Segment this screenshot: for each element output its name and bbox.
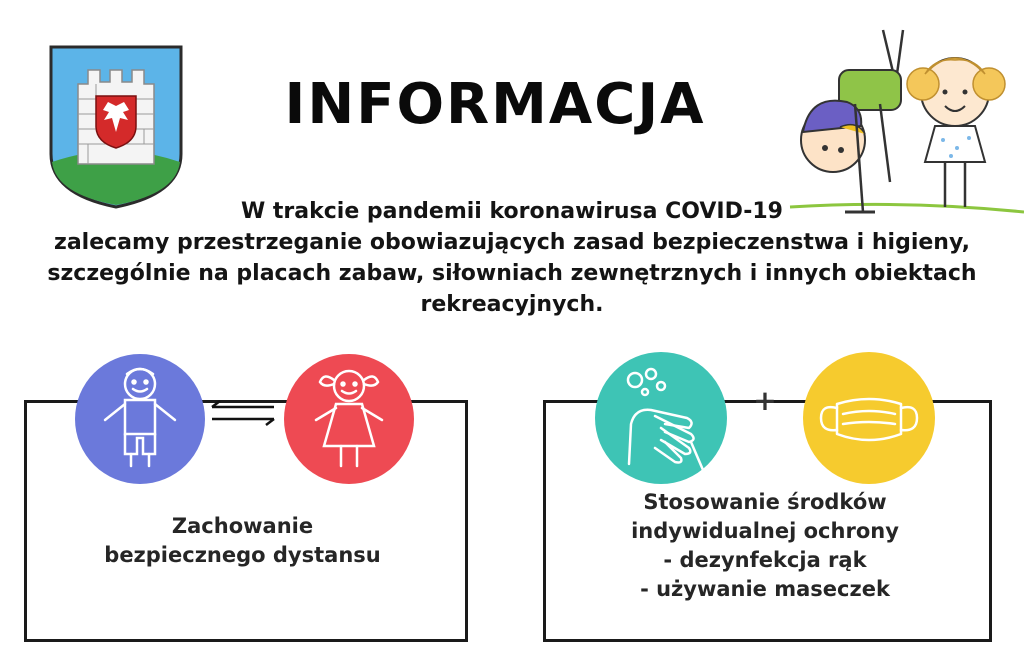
intro-line: rekreacyjnych.: [420, 292, 604, 317]
caption-line: indywidualnej ochrony: [631, 519, 899, 543]
washing-hands-icon: [595, 352, 727, 484]
face-mask-icon: [803, 352, 935, 484]
caption-line: - używanie maseczek: [640, 577, 890, 601]
caption-line: Zachowanie: [171, 514, 314, 538]
boy-icon: [75, 354, 205, 484]
intro-line: W trakcie pandemii koronawirusa COVID-19: [240, 199, 783, 224]
intro-line: szczególnie na placach zabaw, siłowniach…: [47, 261, 977, 286]
plus-sign: +: [753, 384, 777, 417]
caption-line: Stosowanie środków: [643, 490, 887, 514]
caption-line: bezpiecznego dystansu: [104, 543, 381, 567]
distance-caption: Zachowanie bezpiecznego dystansu: [40, 512, 445, 570]
exchange-arrows-icon: [211, 400, 275, 426]
protection-caption: Stosowanie środków indywidualnej ochrony…: [560, 488, 970, 604]
intro-line: zalecamy przestrzeganie obowiazujących z…: [54, 230, 970, 255]
coat-of-arms-logo: [48, 44, 184, 210]
intro-text: W trakcie pandemii koronawirusa COVID-19…: [20, 196, 1004, 320]
children-illustration: [785, 22, 1024, 222]
caption-line: - dezynfekcja rąk: [663, 548, 867, 572]
girl-icon: [284, 354, 414, 484]
page-title: INFORMACJA: [284, 72, 706, 137]
